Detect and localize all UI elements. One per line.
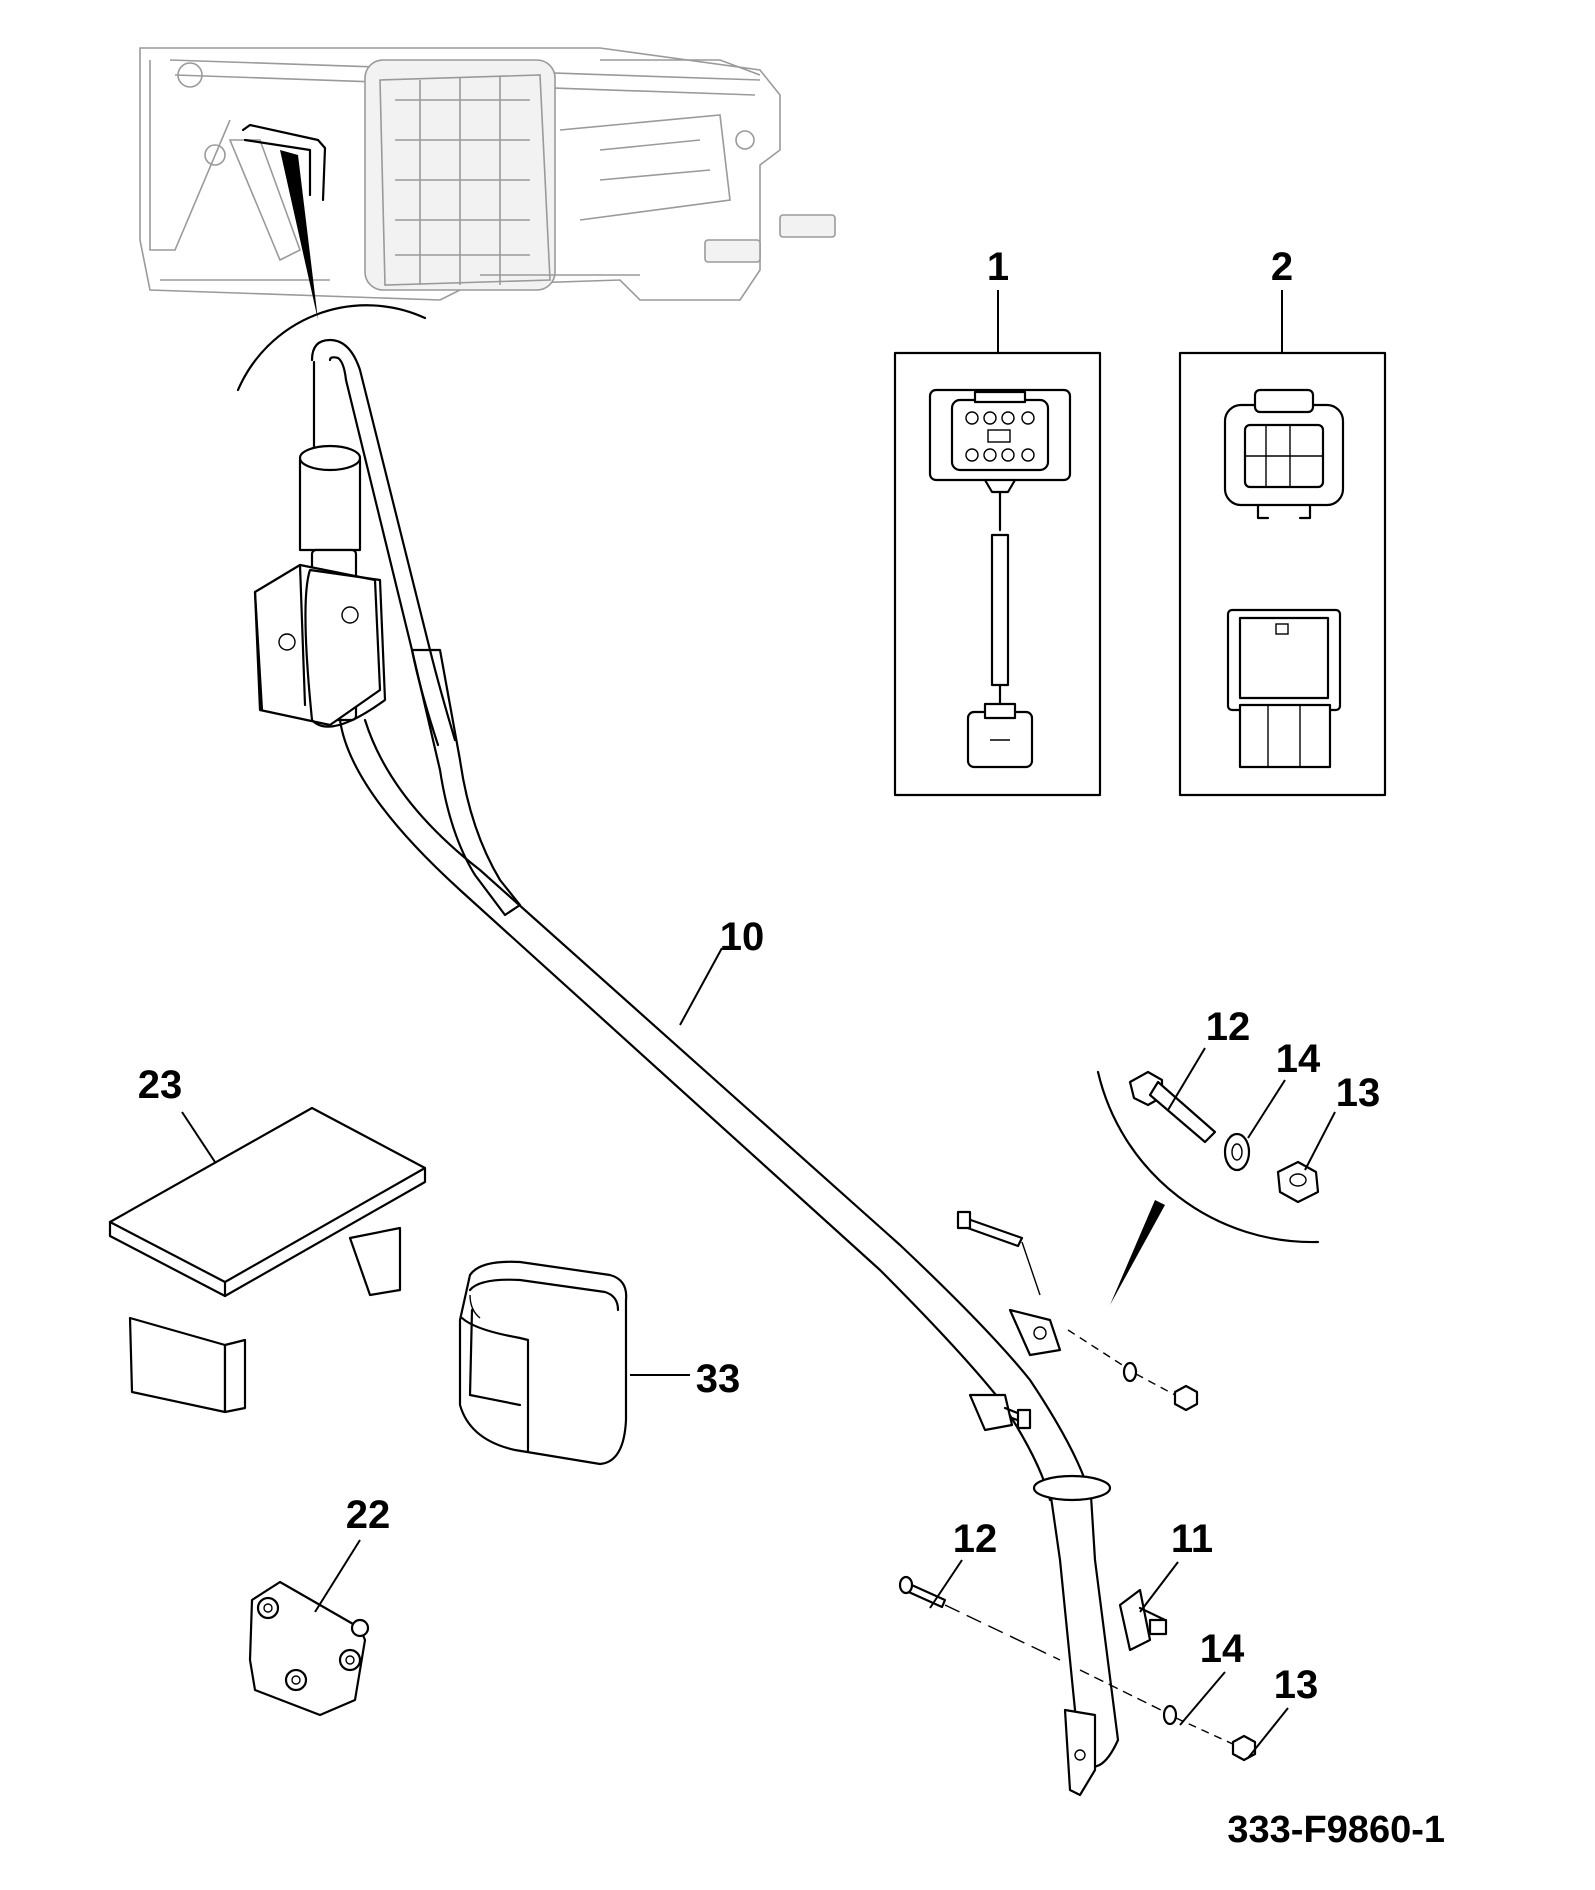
machine-overview-illustration — [139, 47, 836, 301]
bracket-11 — [1063, 1588, 1168, 1797]
figure-number: 333-F9860-1 — [1227, 1809, 1445, 1851]
nut-13-detail — [1276, 1160, 1320, 1204]
callout-1: 1 — [987, 245, 1009, 289]
detail-arc-bottom — [1096, 1070, 1320, 1244]
hardware-pointer-upper — [1110, 1200, 1165, 1305]
callout-10: 10 — [720, 915, 765, 959]
callout-33: 33 — [696, 1357, 741, 1401]
callout-13-lower: 13 — [1274, 1663, 1319, 1707]
washer-14-detail — [1223, 1132, 1251, 1172]
tube-assembly-10 — [253, 338, 1120, 1768]
callout-14-lower: 14 — [1200, 1627, 1245, 1671]
callout-22: 22 — [346, 1493, 391, 1537]
overview-pointer — [280, 150, 318, 320]
callout-12-upper: 12 — [1206, 1005, 1251, 1049]
plate-22 — [248, 1580, 370, 1717]
leader-lines — [181, 947, 1336, 1759]
callout-23: 23 — [138, 1063, 183, 1107]
hardware-mid — [956, 1210, 1199, 1412]
callout-13-upper: 13 — [1336, 1071, 1381, 1115]
detail-arc-top — [236, 304, 427, 392]
callout-12-lower: 12 — [953, 1517, 998, 1561]
connector-2-box — [1178, 351, 1387, 797]
callout-14-upper: 14 — [1276, 1037, 1321, 1081]
callout-2: 2 — [1271, 245, 1293, 289]
holder-33 — [458, 1260, 628, 1466]
bolt-12-detail — [1128, 1070, 1217, 1144]
connector-1-box — [893, 351, 1102, 797]
cover-plate-23 — [108, 1106, 427, 1414]
callout-11: 11 — [1171, 1517, 1213, 1561]
